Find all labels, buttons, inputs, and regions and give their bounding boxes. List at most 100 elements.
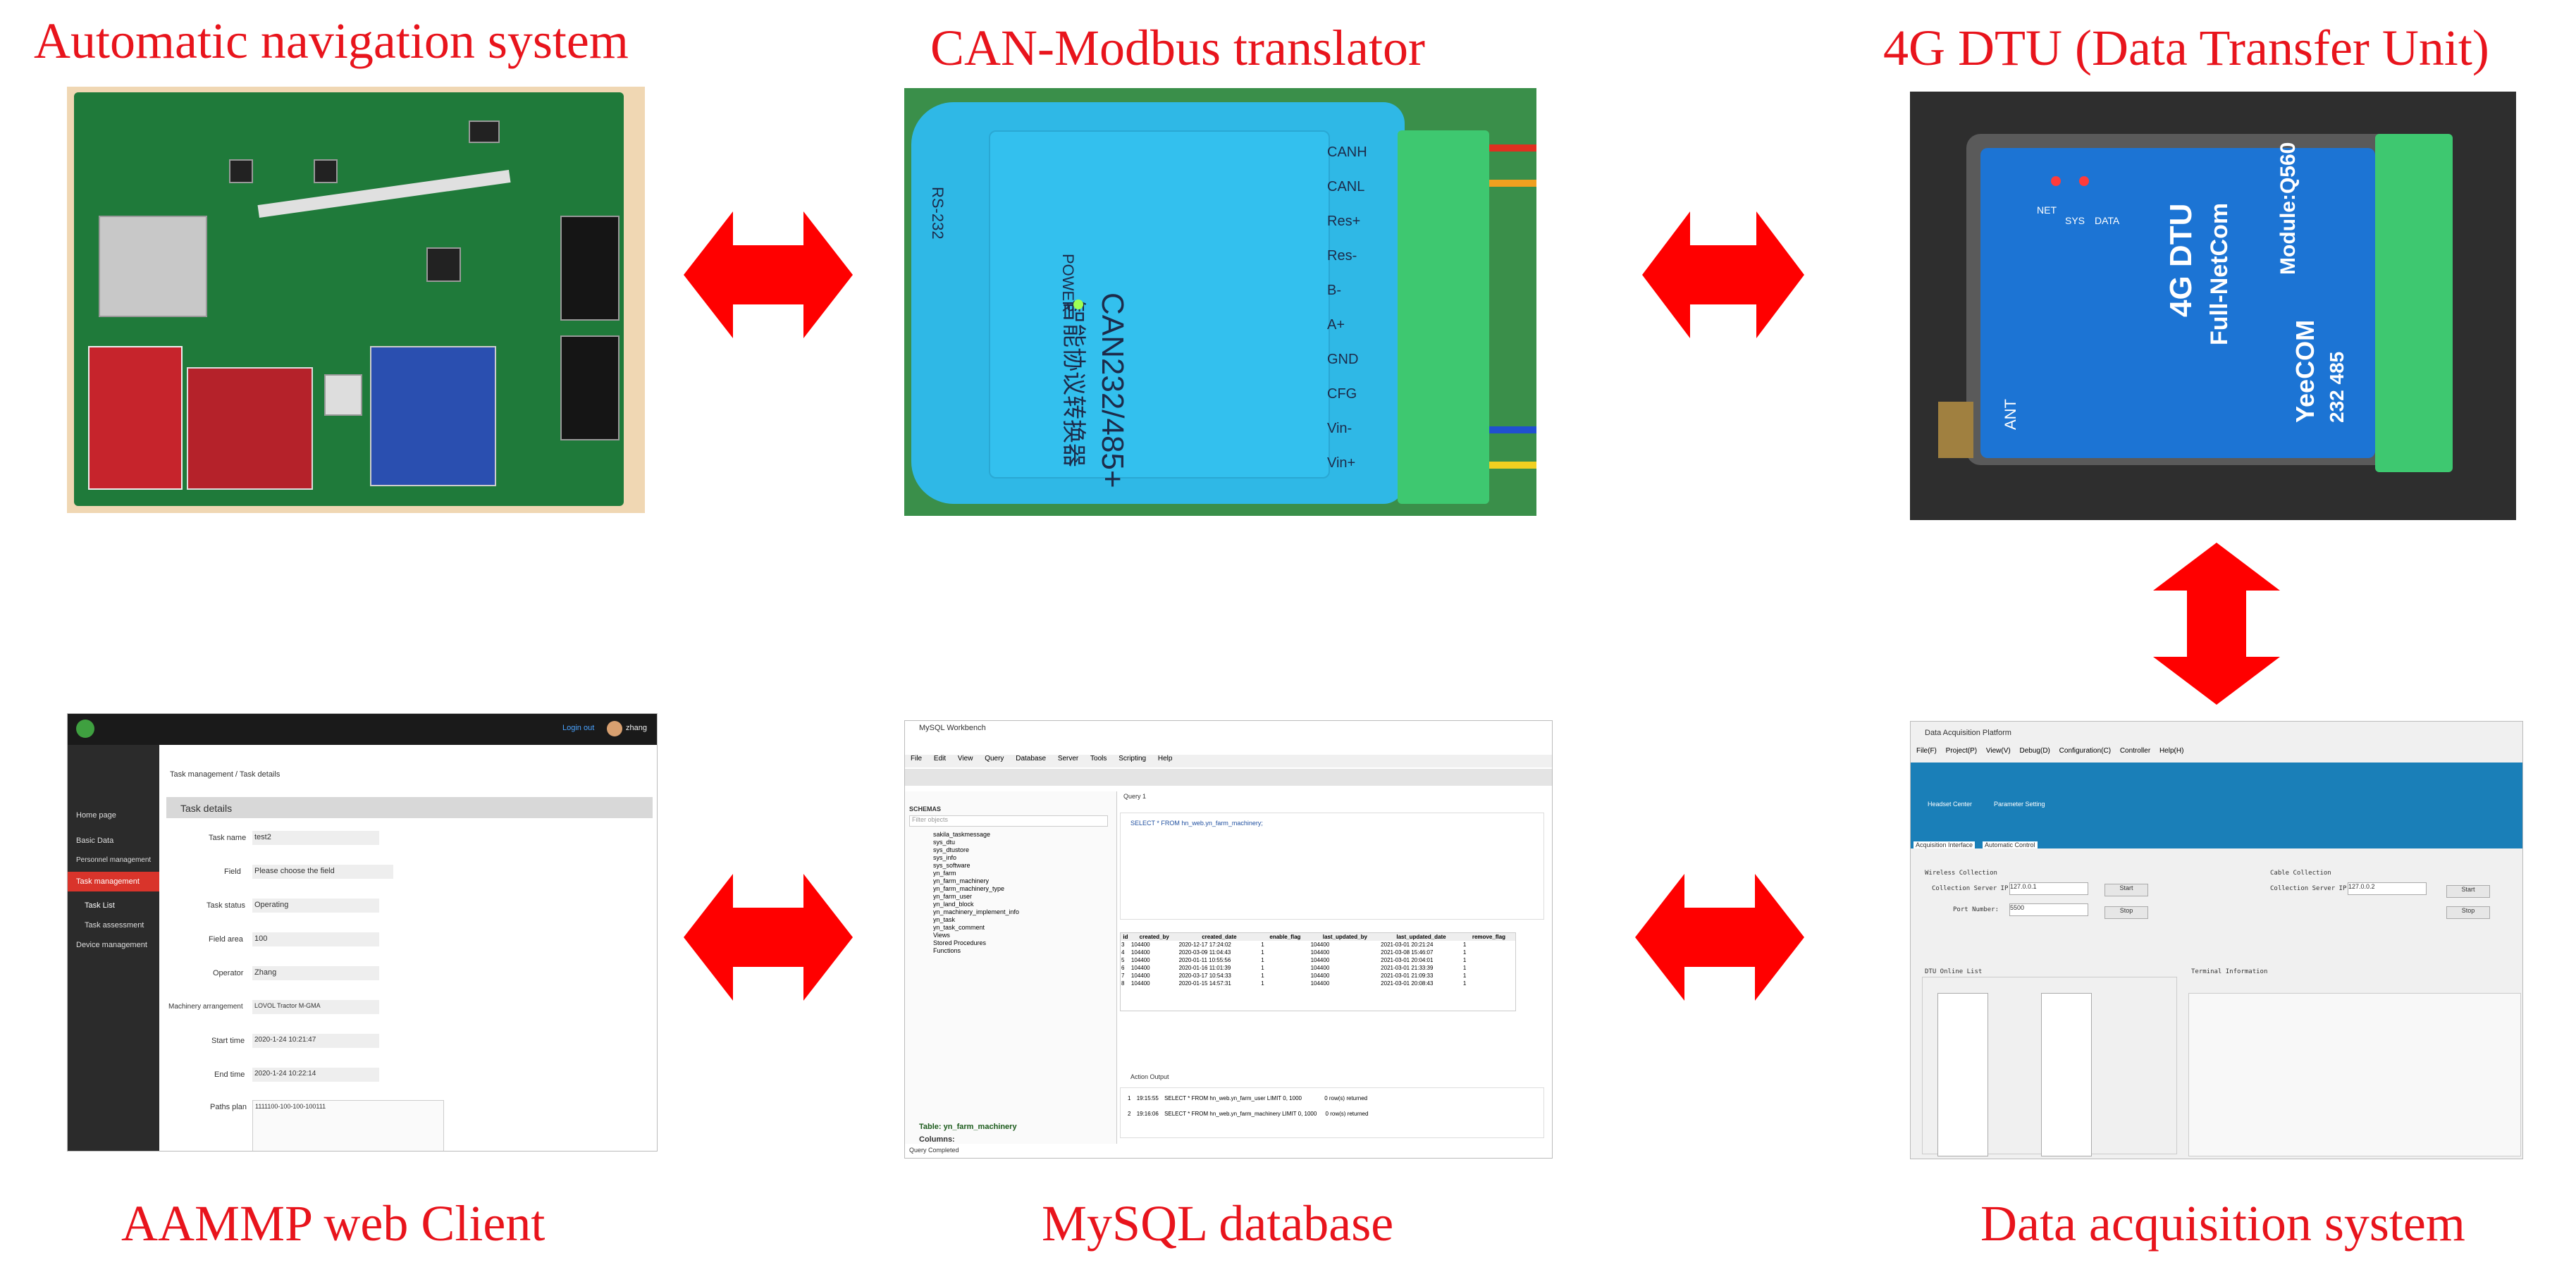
filter-input[interactable]: [909, 815, 1108, 827]
daq-screenshot: Data Acquisition Platform File(F) Projec…: [1910, 721, 2523, 1159]
translator-port-label: RS-232: [929, 187, 947, 240]
result-header: id: [1123, 934, 1128, 940]
sidebar-item-task-list[interactable]: Task List: [85, 901, 115, 910]
arrow-nav-can: [684, 211, 853, 338]
menu-scripting[interactable]: Scripting: [1118, 755, 1147, 763]
field-value[interactable]: 2020-1-24 10:21:47: [252, 1034, 379, 1048]
daq-menubar: File(F) Project(P) View(V) Debug(D) Conf…: [1911, 747, 2522, 760]
field-value[interactable]: 100: [252, 932, 379, 946]
wireless-stop-button[interactable]: Stop: [2104, 906, 2148, 919]
menu-view[interactable]: View(V): [1985, 747, 2011, 755]
field-value[interactable]: Operating: [252, 899, 379, 913]
cable-stop-button[interactable]: Stop: [2446, 906, 2490, 919]
schema-item[interactable]: yn_task: [933, 916, 956, 923]
menu-database[interactable]: Database: [1016, 755, 1047, 763]
sidebar-item-task-management[interactable]: [68, 872, 159, 891]
web-header: [68, 714, 657, 745]
cell: 104400: [1310, 965, 1330, 971]
field-value[interactable]: LOVOL Tractor M-GMA: [252, 1000, 379, 1014]
schema-item[interactable]: sys_software: [933, 862, 970, 869]
schema-item[interactable]: Views: [933, 932, 950, 939]
sidebar-item-basic-data[interactable]: Basic Data: [76, 837, 114, 845]
sidebar-item-device-management[interactable]: Device management: [76, 941, 147, 949]
sidebar-item-task-assessment[interactable]: Task assessment: [85, 921, 144, 930]
logout-link[interactable]: Login out: [562, 724, 595, 732]
cell: 104400: [1310, 980, 1330, 987]
filter-placeholder: Filter objects: [912, 816, 949, 823]
cell: 1: [1261, 942, 1264, 948]
cell: 2020-01-16 11:01:39: [1178, 965, 1231, 971]
menu-edit[interactable]: Edit: [933, 755, 947, 763]
schemas-label: SCHEMAS: [909, 805, 942, 813]
tab-acquisition-interface[interactable]: Acquisition Interface: [1913, 841, 1976, 848]
wireless-ip-input[interactable]: 127.0.0.1: [2009, 882, 2088, 895]
schema-item[interactable]: Functions: [933, 947, 961, 954]
schema-item[interactable]: yn_land_block: [933, 901, 974, 908]
schema-item[interactable]: yn_task_comment: [933, 924, 985, 931]
field-value[interactable]: test2: [252, 831, 379, 845]
schema-item[interactable]: sys_dtu: [933, 839, 956, 846]
menu-view[interactable]: View: [957, 755, 973, 763]
wireless-start-button[interactable]: Start: [2104, 884, 2148, 896]
field-value[interactable]: 2020-1-24 10:22:14: [252, 1068, 379, 1082]
cell: 2021-03-01 20:08:43: [1381, 980, 1434, 987]
user-avatar[interactable]: [607, 721, 622, 736]
red-module-a: [88, 346, 183, 490]
output-time: 19:16:06: [1136, 1111, 1159, 1117]
menu-controller[interactable]: Controller: [2119, 747, 2151, 755]
output-row[interactable]: 1 19:15:55 SELECT * FROM hn_web.yn_farm_…: [1128, 1095, 1367, 1101]
sidebar-item-home[interactable]: Home page: [76, 811, 116, 820]
port-label: Port Number:: [1953, 906, 1999, 913]
translator-label-area: [989, 130, 1330, 479]
toolbar-parameter-setting[interactable]: Parameter Setting: [1994, 801, 2045, 808]
schema-item[interactable]: yn_machinery_implement_info: [933, 908, 1020, 915]
sidebar-item-personnel[interactable]: Personnel management: [76, 856, 152, 864]
menu-project[interactable]: Project(P): [1945, 747, 1978, 755]
red-module-b: [187, 367, 313, 490]
schema-item[interactable]: sys_dtustore: [933, 846, 970, 853]
result-header: created_date: [1202, 934, 1237, 940]
field-label: Task status: [207, 901, 246, 910]
output-row[interactable]: 2 19:16:06 SELECT * FROM hn_web.yn_farm_…: [1128, 1111, 1368, 1117]
menu-server[interactable]: Server: [1057, 755, 1079, 763]
schema-item[interactable]: yn_farm_machinery_type: [933, 885, 1005, 892]
menu-help[interactable]: Help: [1157, 755, 1173, 763]
result-header: remove_flag: [1472, 934, 1505, 940]
web-client-screenshot: Login out zhang Home page Basic Data Per…: [67, 713, 658, 1152]
field-value[interactable]: Please choose the field: [252, 865, 393, 879]
cable-start-button[interactable]: Start: [2446, 885, 2490, 898]
schema-item[interactable]: sakila_taskmessage: [933, 831, 991, 838]
cable-ip-input[interactable]: 127.0.0.2: [2348, 882, 2427, 895]
paths-plan-box[interactable]: [252, 1100, 444, 1151]
schema-item[interactable]: yn_farm_machinery: [933, 877, 990, 884]
schema-item[interactable]: Stored Procedures: [933, 939, 987, 946]
menu-file[interactable]: File(F): [1916, 747, 1937, 755]
daq-app-title: Data Acquisition Platform: [1925, 729, 2011, 737]
menu-file[interactable]: File: [911, 755, 923, 763]
schema-item[interactable]: yn_farm: [933, 870, 956, 877]
cell: 104400: [1130, 965, 1150, 971]
sql-editor[interactable]: [1120, 813, 1544, 920]
menu-debug[interactable]: Debug(D): [2019, 747, 2050, 755]
schema-item[interactable]: yn_farm_user: [933, 893, 973, 900]
port-input[interactable]: 5500: [2009, 903, 2088, 916]
web-sidebar: Home page Basic Data Personnel managemen…: [68, 745, 159, 1151]
menu-query[interactable]: Query: [985, 755, 1004, 763]
toolbar-headset-center[interactable]: Headset Center: [1928, 801, 1973, 808]
menu-configuration[interactable]: Configuration(C): [2059, 747, 2112, 755]
cell: 104400: [1130, 973, 1150, 979]
tab-automatic-control[interactable]: Automatic Control: [1983, 841, 2038, 848]
query-tab[interactable]: Query 1: [1123, 793, 1147, 800]
menu-tools[interactable]: Tools: [1090, 755, 1107, 763]
menu-help[interactable]: Help(H): [2159, 747, 2184, 755]
field-value[interactable]: Zhang: [252, 966, 379, 980]
title-navigation-system: Automatic navigation system: [34, 13, 629, 69]
terminal-information-panel[interactable]: [2188, 993, 2521, 1156]
schema-item[interactable]: sys_info: [933, 854, 957, 861]
